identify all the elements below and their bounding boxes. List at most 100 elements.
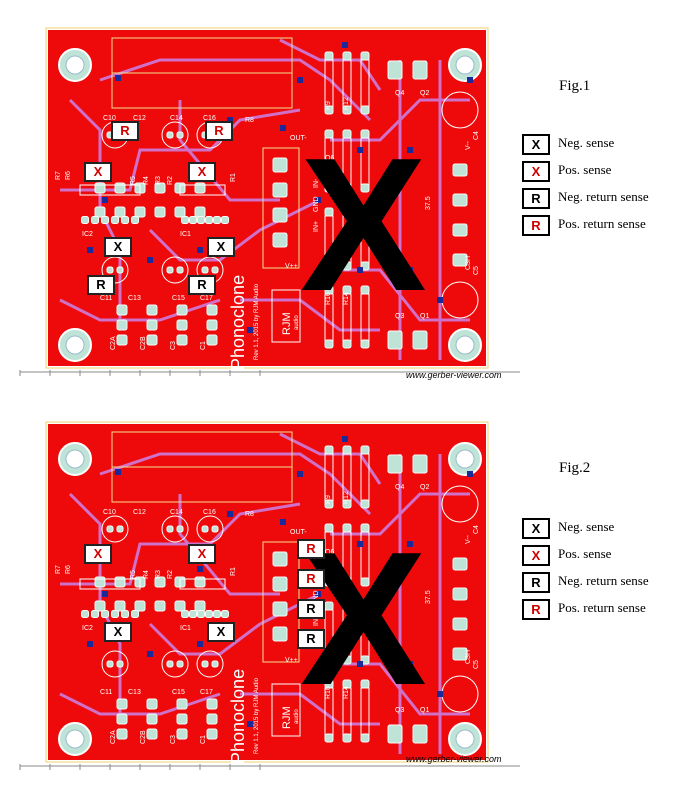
silk-label: Phonoclone <box>228 669 248 764</box>
silk-label: C17 <box>200 295 213 302</box>
pad <box>101 610 109 618</box>
via <box>407 147 413 153</box>
pad <box>324 285 334 295</box>
silk-label: Rev 1.1, 2015 by RJM Audio <box>38 253 44 330</box>
silk-label: OUT- <box>290 529 307 536</box>
pad <box>387 724 403 744</box>
pad <box>272 601 288 617</box>
ic-outline <box>179 184 226 196</box>
silk-label: R20 <box>343 586 350 599</box>
pad <box>213 216 221 224</box>
silk-label: R8 <box>245 511 254 518</box>
legend-marker: R <box>522 572 550 593</box>
pad <box>324 577 334 587</box>
pad <box>114 600 126 612</box>
pad <box>324 655 334 665</box>
pad <box>211 525 219 533</box>
pad <box>342 445 352 455</box>
silk-label: IN+ <box>313 221 320 232</box>
via <box>297 471 303 477</box>
marker-pos-return: R <box>297 539 325 559</box>
silk-label: 37.5 <box>425 196 432 210</box>
pad <box>176 525 184 533</box>
silk-label: C10 <box>103 509 116 516</box>
pad <box>176 698 188 710</box>
silk-label: R8 <box>245 117 254 124</box>
capacitor <box>161 515 189 543</box>
capacitor <box>101 256 129 284</box>
connector-outline <box>262 147 300 269</box>
capacitor <box>161 121 189 149</box>
silk-label: R14 <box>343 292 350 305</box>
via <box>197 566 203 572</box>
via <box>247 721 253 727</box>
pad <box>206 334 218 346</box>
marker-neg-sense: X <box>104 237 132 257</box>
mounting-hole-center <box>455 55 475 75</box>
pad <box>116 713 128 725</box>
via <box>247 327 253 333</box>
legend-label: Pos. sense <box>558 546 612 561</box>
silk-label: Rev 1.1, 2015 by RJM Audio <box>254 677 260 754</box>
pad <box>111 216 119 224</box>
via <box>467 77 473 83</box>
pad <box>176 728 188 740</box>
silk-label: R12 <box>343 97 350 110</box>
silk-label: V++ <box>285 657 298 664</box>
pad <box>324 733 334 743</box>
pad <box>360 601 370 611</box>
via <box>342 436 348 442</box>
pad <box>324 339 334 349</box>
silk-label: IC2 <box>82 625 93 632</box>
pad <box>360 577 370 587</box>
pad <box>166 660 174 668</box>
pad <box>221 610 229 618</box>
via <box>197 247 203 253</box>
silk-label: Q2 <box>420 90 429 97</box>
pad <box>166 266 174 274</box>
pad <box>106 660 114 668</box>
pad <box>360 499 370 509</box>
legend-marker: X <box>522 134 550 155</box>
pad <box>176 131 184 139</box>
pad <box>387 454 403 474</box>
pad <box>324 183 334 193</box>
silk-label: V-- <box>465 140 472 150</box>
via <box>102 197 108 203</box>
pad <box>342 601 352 611</box>
watermark: www.gerber-viewer.com <box>406 370 502 380</box>
silk-label: Phonoclone <box>228 275 248 370</box>
pad <box>221 216 229 224</box>
silk-label: C12 <box>133 115 146 122</box>
pad <box>176 266 184 274</box>
pad <box>412 454 428 474</box>
legend-marker: X <box>522 518 550 539</box>
pad <box>324 129 334 139</box>
trace <box>240 298 380 332</box>
via <box>297 77 303 83</box>
mounting-hole-center <box>65 449 85 469</box>
capacitor <box>101 650 129 678</box>
pad <box>201 660 209 668</box>
silk-label: R16 <box>325 686 332 699</box>
silk-label: Q6 <box>325 155 334 162</box>
legend-marker: X <box>522 161 550 182</box>
silk-label: C11 <box>100 689 112 696</box>
pad <box>272 232 288 248</box>
pad <box>176 334 188 346</box>
pad <box>452 617 468 631</box>
via <box>197 641 203 647</box>
marker-pos-return: R <box>111 121 139 141</box>
pad <box>206 713 218 725</box>
pad <box>194 600 206 612</box>
pad <box>342 655 352 665</box>
logo-box <box>271 683 301 737</box>
silk-label: C13 <box>128 689 141 696</box>
pad <box>342 733 352 743</box>
trace <box>279 38 382 91</box>
pad <box>342 207 352 217</box>
silk-label: RJM <box>281 706 293 729</box>
logo-box <box>271 289 301 343</box>
pad <box>342 523 352 533</box>
via <box>280 519 286 525</box>
